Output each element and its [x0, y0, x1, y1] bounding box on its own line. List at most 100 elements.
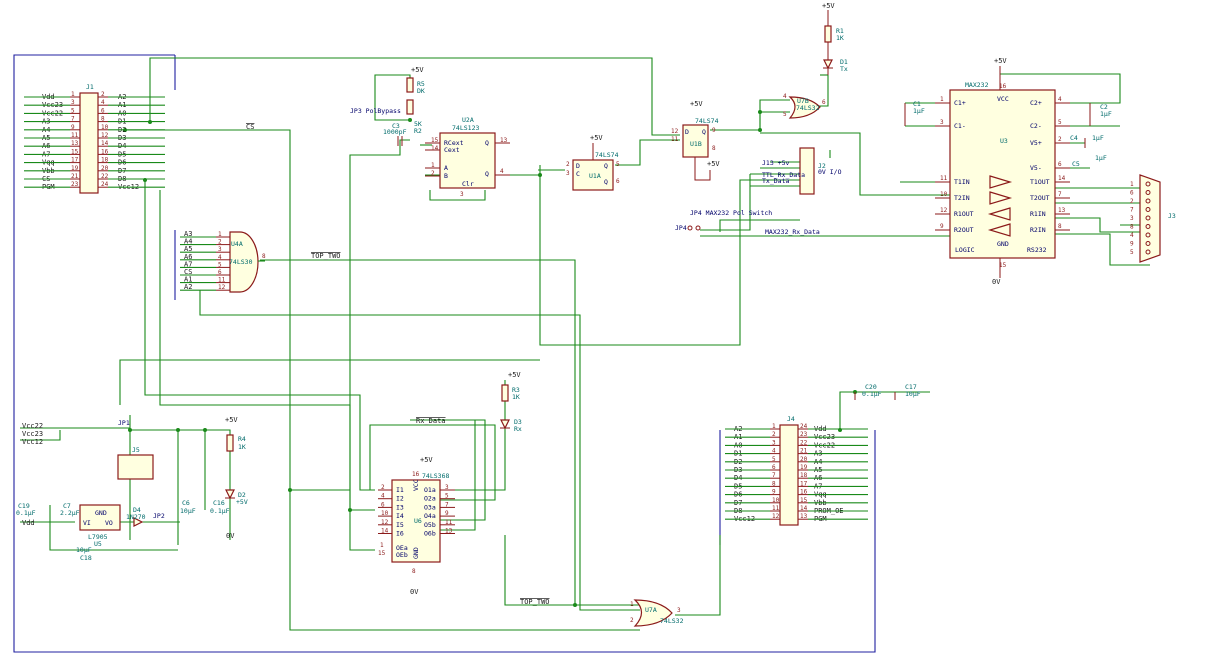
svg-text:R1: R1: [836, 27, 844, 35]
j4-pin: 15: [800, 497, 808, 504]
u4a-input-label: A3: [184, 230, 192, 238]
svg-text:9: 9: [712, 127, 716, 134]
j4-pin: 7: [772, 472, 776, 479]
j1-pin: 8: [101, 116, 105, 123]
u6-pin: 4: [381, 493, 385, 500]
u3-pin: 2: [1058, 136, 1062, 143]
u3-pin: 14: [1058, 175, 1066, 182]
svg-text:U7A: U7A: [645, 606, 657, 614]
svg-text:16: 16: [999, 83, 1007, 90]
j4-pin: 17: [800, 480, 808, 487]
svg-text:DK: DK: [417, 87, 425, 95]
u4a-pin: 3: [218, 246, 222, 253]
svg-text:+5V: +5V: [994, 57, 1007, 65]
u4a-pin: 4: [218, 254, 222, 261]
svg-text:R3: R3: [512, 386, 520, 394]
u4a-pin: 5: [218, 261, 222, 268]
j1-pin: 20: [101, 165, 109, 172]
svg-text:2.2μF: 2.2μF: [60, 509, 80, 517]
j4-pin: 1: [772, 423, 776, 430]
j4-pin: 22: [800, 439, 808, 446]
connector-j2: J13 +5v TTL_Rx_Data Tx_Data 0V I/O J2: [762, 147, 842, 195]
svg-text:Q: Q: [604, 162, 608, 170]
svg-text:Q: Q: [604, 178, 608, 186]
j3-pin: 9: [1130, 241, 1134, 248]
svg-text:11: 11: [671, 136, 679, 143]
svg-text:VCC: VCC: [997, 95, 1009, 103]
svg-text:GND: GND: [95, 509, 107, 517]
u4a-input-label: A7: [184, 260, 192, 268]
u6-pin: 5: [445, 493, 449, 500]
svg-text:1μF: 1μF: [913, 107, 925, 115]
j3-pin-dot: [1145, 232, 1151, 238]
svg-text:1: 1: [431, 162, 435, 169]
svg-text:C18: C18: [80, 554, 92, 562]
svg-text:R4: R4: [238, 435, 246, 443]
svg-text:+5V: +5V: [411, 66, 424, 74]
svg-text:+5V: +5V: [822, 2, 835, 10]
svg-text:+5V: +5V: [225, 416, 238, 424]
svg-text:1μF: 1μF: [1100, 110, 1112, 118]
svg-text:U5: U5: [94, 540, 102, 548]
svg-text:C20: C20: [865, 383, 877, 391]
svg-text:1μF: 1μF: [1092, 134, 1104, 142]
j3-pin: 4: [1130, 232, 1134, 239]
u3-left-pin-label: R2OUT: [954, 226, 974, 234]
svg-text:OEb: OEb: [396, 551, 408, 559]
svg-text:14: 14: [431, 145, 439, 152]
svg-text:VCC: VCC: [412, 479, 420, 491]
j3-pin-dot: [1145, 224, 1151, 229]
svg-text:0V: 0V: [410, 588, 419, 596]
u6-input-label: I6: [396, 530, 404, 538]
svg-text:5K: 5K: [414, 120, 422, 128]
u6-input-label: I5: [396, 521, 404, 529]
svg-text:C: C: [576, 170, 580, 178]
u6-input-label: I2: [396, 495, 404, 503]
u3-right-pin-label: T2OUT: [1030, 194, 1050, 202]
u3-pin: 7: [1058, 191, 1062, 198]
svg-text:+5V: +5V: [236, 498, 248, 506]
net-top-two-2: TOP_TWO: [520, 598, 550, 606]
svg-text:RCext: RCext: [444, 139, 464, 147]
svg-text:1N270: 1N270: [126, 513, 146, 521]
chip-u6: 74LS368 U6 +5V VCC 16 GND 8 OEa OEb 1 15…: [378, 417, 455, 596]
u3-right-pin-label: R2IN: [1030, 226, 1046, 234]
svg-text:Q: Q: [485, 170, 489, 178]
u3-left-pin-label: C1+: [954, 99, 966, 107]
svg-text:U3: U3: [1000, 137, 1008, 145]
max-caps: C1 1μF C2 1μF C4 1μF C5 1μF: [904, 100, 1112, 168]
svg-text:0V I/O: 0V I/O: [818, 168, 842, 176]
svg-text:L7905: L7905: [88, 533, 108, 541]
chip-u1b: U1B 74LS74 D Q 12 11 9 8 +5V +5V: [671, 100, 720, 181]
svg-text:8: 8: [712, 145, 716, 152]
j3-pin: 6: [1130, 190, 1134, 197]
svg-text:5: 5: [783, 111, 787, 118]
r3-d3: +5V R3 1K D3 Rx: [500, 371, 522, 433]
u3-pin: 6: [1058, 161, 1062, 168]
u6-output-label: O5b: [424, 521, 436, 529]
svg-text:C4: C4: [1070, 134, 1078, 142]
svg-text:GND: GND: [412, 547, 420, 559]
j1-pin: 21: [71, 173, 79, 180]
u4a-pin: 2: [218, 239, 222, 246]
svg-text:Vcc23: Vcc23: [22, 430, 43, 438]
svg-text:+5V: +5V: [707, 160, 720, 168]
svg-text:0.1μF: 0.1μF: [210, 507, 230, 515]
u3-pin: 5: [1058, 119, 1062, 126]
svg-text:74LS123: 74LS123: [452, 124, 479, 132]
j4-pin: 9: [772, 489, 776, 496]
j4-pin: 13: [800, 513, 808, 520]
j4-pin: 19: [800, 464, 808, 471]
j1-pin: 17: [71, 157, 79, 164]
j3-pin-dot: [1145, 241, 1151, 246]
svg-text:Q: Q: [485, 139, 489, 147]
svg-text:Cext: Cext: [444, 146, 460, 154]
j1-pin: 10: [101, 124, 109, 131]
u3-right-pin-label: V5+: [1030, 139, 1042, 147]
u3-pin: 9: [940, 223, 944, 230]
rc-timing: +5V R5 DK R2 5K C3 1000pF JP3 PolBypass: [350, 66, 425, 146]
svg-text:74LS32: 74LS32: [796, 104, 820, 112]
j1-pin: 15: [71, 148, 79, 155]
